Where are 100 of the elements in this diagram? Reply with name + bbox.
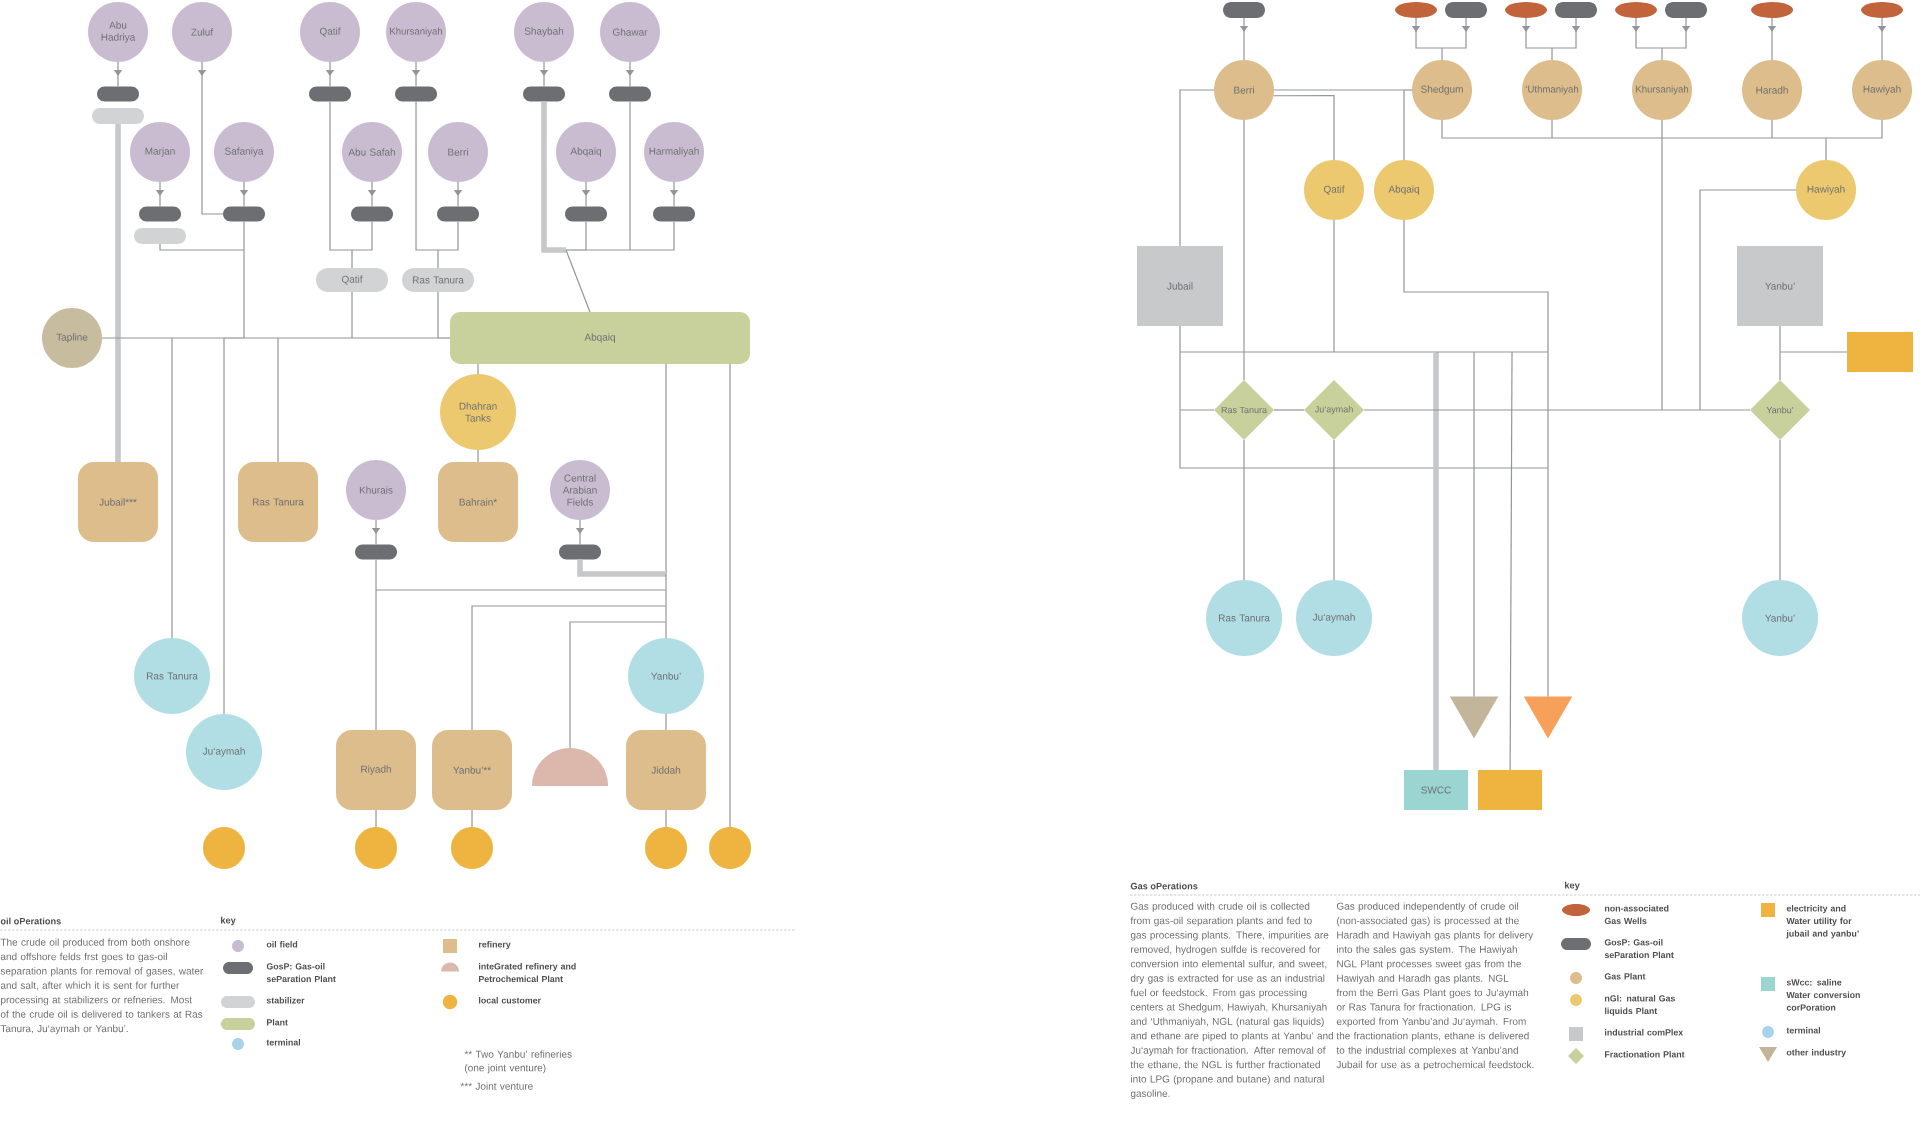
connector-line xyxy=(1333,439,1335,581)
connector-line xyxy=(665,713,667,731)
connector-line xyxy=(1779,439,1781,581)
connector-line xyxy=(1551,119,1553,139)
connector-line xyxy=(665,809,667,828)
connector-line xyxy=(277,337,279,463)
utility-box xyxy=(1847,332,1913,372)
connector-line xyxy=(437,291,439,339)
connector-line xyxy=(415,100,439,251)
arrow xyxy=(1661,17,1691,49)
connector-line xyxy=(1179,325,1181,353)
connector-line xyxy=(471,605,667,731)
customer-dot xyxy=(203,827,245,869)
connector-line xyxy=(1243,439,1245,581)
connector-line xyxy=(665,573,667,591)
connector-line xyxy=(1403,89,1413,91)
connector-line xyxy=(1473,351,1513,353)
connector-line xyxy=(1179,409,1549,469)
connector-line xyxy=(1333,351,1437,353)
separator-pill xyxy=(653,206,695,222)
connector-line xyxy=(569,621,667,749)
connector-line xyxy=(541,101,566,253)
connector-line xyxy=(1473,351,1475,698)
connector-line xyxy=(1699,189,1797,411)
separator-pill xyxy=(1223,2,1265,18)
connector-line xyxy=(665,589,667,607)
connector-line xyxy=(1333,219,1335,353)
triangle-marker xyxy=(1449,696,1499,739)
connector-line xyxy=(665,363,667,575)
separator-pill xyxy=(609,86,651,102)
connector-line xyxy=(437,220,459,251)
connector-line xyxy=(1547,467,1549,698)
customer-dot xyxy=(645,827,687,869)
separator-pill xyxy=(139,206,181,222)
triangle-marker xyxy=(1523,696,1573,739)
connector-line xyxy=(665,605,667,623)
separator-pill xyxy=(565,206,607,222)
connector-line xyxy=(1273,89,1405,91)
connector-line xyxy=(1771,137,1827,139)
connector-line xyxy=(1661,47,1663,61)
connector-line xyxy=(729,363,731,828)
arrow xyxy=(1441,17,1471,49)
connector-line xyxy=(1179,351,1181,411)
connector-line xyxy=(629,220,675,251)
connector-line xyxy=(351,249,353,269)
separator-pill xyxy=(523,86,565,102)
utility-box xyxy=(1478,770,1542,810)
connector-line xyxy=(159,243,245,251)
separator-pill xyxy=(355,544,397,560)
connector-line xyxy=(1272,95,1335,161)
arrow xyxy=(1551,17,1581,49)
connector-line xyxy=(1179,89,1215,247)
customer-dot xyxy=(451,827,493,869)
separator-pill xyxy=(395,86,437,102)
connector-line xyxy=(1179,409,1215,411)
connector-line xyxy=(1551,137,1773,139)
customer-dot xyxy=(709,827,751,869)
connector-line xyxy=(1509,351,1513,771)
connector-line xyxy=(1825,119,1883,139)
connector-line xyxy=(565,249,591,313)
well-ellipse xyxy=(1505,2,1547,18)
connector-line xyxy=(1441,119,1553,139)
connector-line xyxy=(1441,47,1443,61)
connector-line xyxy=(1179,351,1335,353)
separator-pill xyxy=(309,86,351,102)
stabilizer-pill xyxy=(92,108,144,124)
connector-line xyxy=(375,589,377,731)
connector-line xyxy=(115,124,121,462)
connector-line xyxy=(1403,89,1405,161)
connector-line xyxy=(1433,352,1439,770)
connector-line xyxy=(471,809,473,828)
connector-line xyxy=(1661,119,1663,411)
connector-line xyxy=(1551,47,1553,61)
connector-line xyxy=(477,449,479,463)
connector-line xyxy=(1363,409,1663,411)
connector-line xyxy=(665,621,667,639)
separator-pill xyxy=(223,206,265,222)
connector-line xyxy=(375,589,667,591)
separator-pill xyxy=(437,206,479,222)
connector-line xyxy=(1779,351,1781,381)
connector-line xyxy=(629,100,631,251)
stabilizer-pill xyxy=(134,228,186,244)
connector-line xyxy=(1435,351,1475,353)
connector-line xyxy=(375,558,377,591)
well-ellipse xyxy=(1395,2,1437,18)
well-ellipse xyxy=(1751,2,1794,18)
connector-line xyxy=(1825,137,1827,161)
separator-pill xyxy=(97,86,139,102)
separator-pill xyxy=(559,544,601,560)
connector-line xyxy=(351,220,373,251)
connector-line xyxy=(1547,351,1549,469)
well-ellipse xyxy=(1861,2,1903,18)
connector-line xyxy=(1779,325,1781,353)
connector-line xyxy=(329,100,353,251)
well-ellipse xyxy=(1615,2,1657,18)
connector-line xyxy=(1273,409,1305,411)
connector-line xyxy=(437,249,439,269)
separator-pill xyxy=(1445,2,1487,18)
connector-line xyxy=(477,363,479,375)
connector-line xyxy=(1403,219,1549,353)
